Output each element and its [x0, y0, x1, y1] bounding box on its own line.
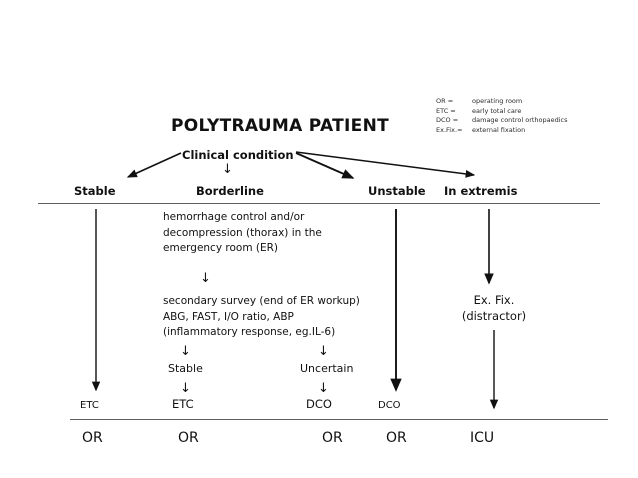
outcome-dco-borderline: DCO: [306, 397, 332, 411]
arrow-step2-to-uncertain-icon: ↓: [318, 344, 329, 359]
outcome-dco-unstable: DCO: [378, 400, 401, 411]
ex-fix-treatment-node: Ex. Fix. (distractor): [461, 293, 527, 323]
legend-abbr: ETC =: [436, 106, 456, 115]
destination-or-unstable: OR: [386, 430, 407, 446]
legend-abbr: OR =: [436, 97, 454, 105]
arrow-root-to-unstable: [295, 152, 355, 179]
arrow-uncertain-to-dco-icon: ↓: [318, 381, 329, 396]
destination-or-borderline-uncertain: OR: [322, 430, 343, 446]
abbreviation-legend: OR = operating room ETC = early total care…: [436, 97, 568, 135]
arrow-root-to-borderline-icon: ↓: [222, 162, 233, 177]
category-label-borderline: Borderline: [196, 184, 264, 198]
legend-meaning: operating room: [472, 97, 523, 105]
destination-or-stable: OR: [82, 430, 103, 446]
borderline-step2-text: secondary survey (end of ER workup) ABG,…: [163, 295, 360, 338]
arrow-root-to-in-extremis: [295, 151, 476, 178]
category-label-unstable: Unstable: [368, 184, 426, 198]
borderline-step1-text: hemorrhage control and/or decompression …: [163, 211, 322, 254]
clinical-condition-node: Clinical condition: [182, 148, 294, 162]
arrow-stable-to-etc-icon: ↓: [180, 381, 191, 396]
category-label-in-extremis: In extremis: [444, 184, 518, 198]
legend-row: ETC = early total care: [436, 107, 568, 117]
destination-icu-in-extremis: ICU: [470, 430, 495, 446]
legend-meaning: external fixation: [472, 125, 526, 134]
arrow-root-to-stable: [126, 152, 182, 178]
diagram-title: POLYTRAUMA PATIENT: [170, 116, 390, 136]
legend-abbr: Ex.Fix.=: [436, 125, 463, 134]
outcome-etc-stable: ETC: [80, 400, 99, 411]
outcome-etc-borderline: ETC: [172, 397, 194, 411]
arrow-step2-to-stable-icon: ↓: [180, 344, 191, 359]
branch-label-uncertain: Uncertain: [300, 362, 354, 375]
legend-row: DCO = damage control orthopaedics: [436, 116, 568, 126]
divider-bottom: [70, 419, 608, 420]
arrow-step1-to-step2-icon: ↓: [200, 271, 211, 286]
legend-row: Ex.Fix.= external fixation: [436, 126, 568, 136]
category-label-stable: Stable: [74, 184, 116, 198]
legend-abbr: DCO =: [436, 116, 459, 125]
branch-label-stable: Stable: [168, 362, 203, 375]
legend-row: OR = operating room: [436, 97, 568, 107]
legend-meaning: early total care: [472, 106, 522, 115]
divider-top: [38, 203, 600, 204]
legend-meaning: damage control orthopaedics: [472, 116, 568, 125]
destination-or-borderline-stable: OR: [178, 430, 199, 446]
